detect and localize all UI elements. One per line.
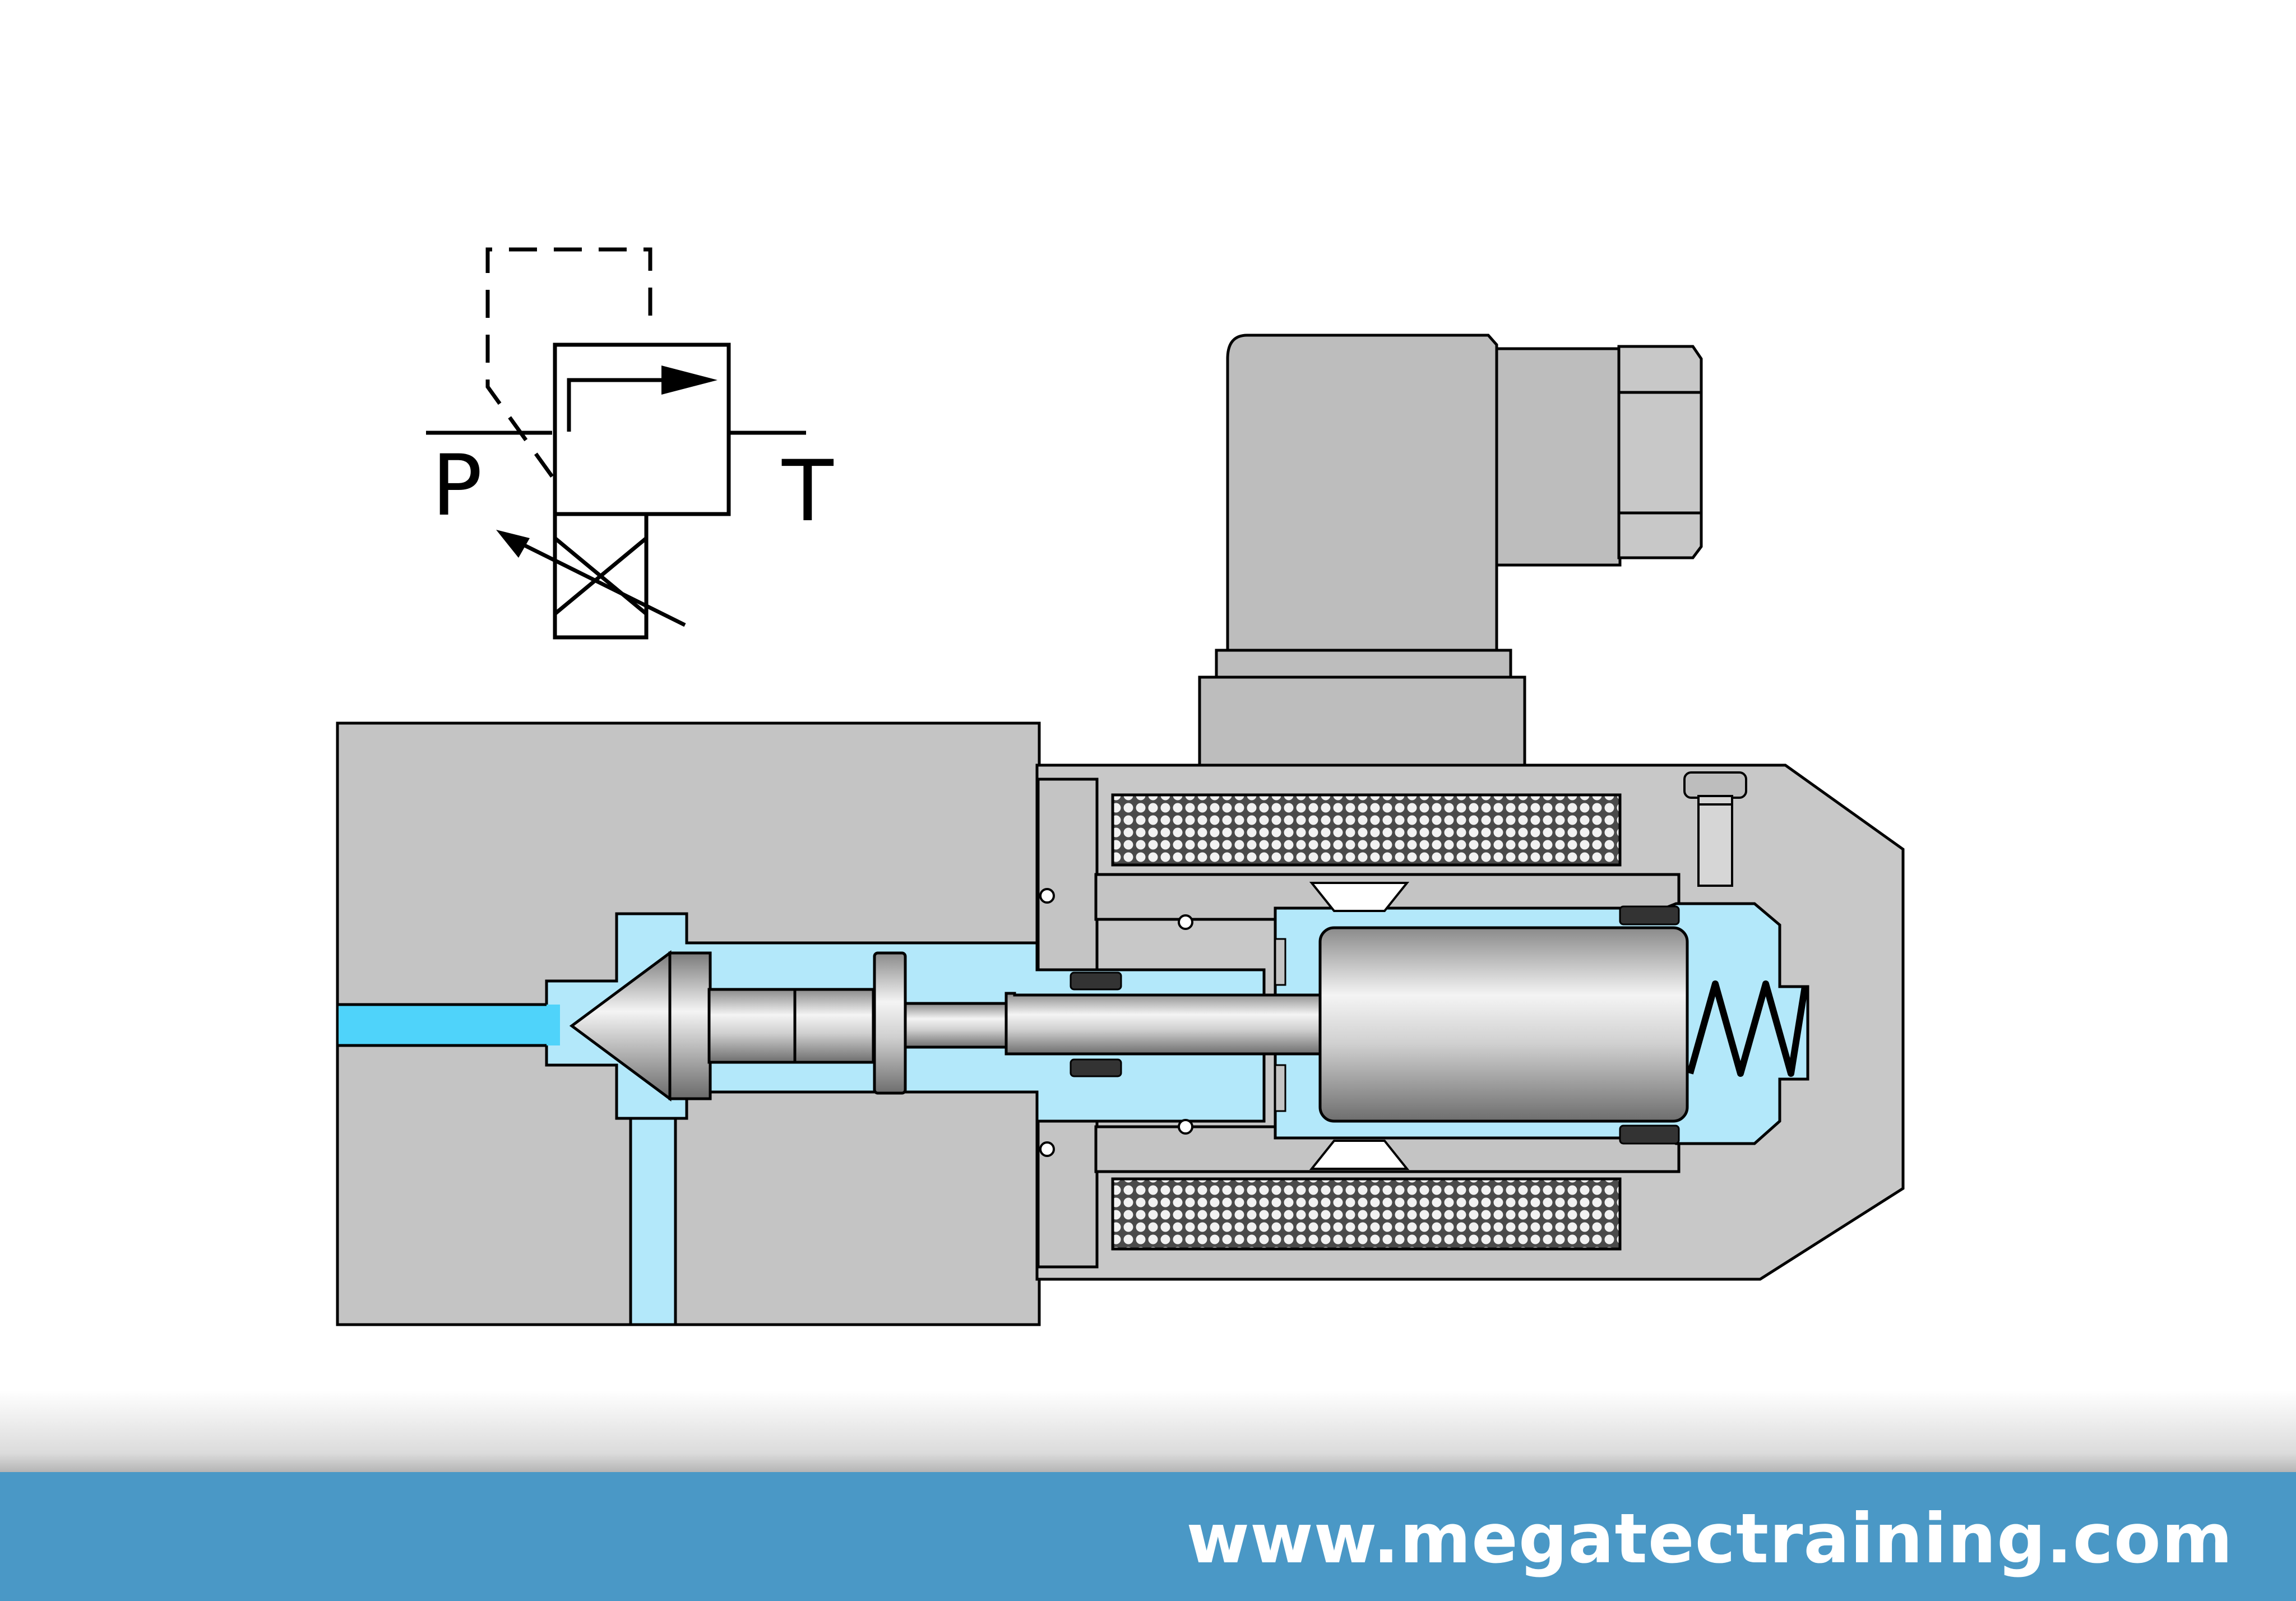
coil-bottom — [1111, 1177, 1622, 1251]
valve-square — [553, 343, 731, 516]
pole-gap-top — [1309, 882, 1410, 912]
port-p-label: P — [432, 437, 482, 535]
spring-icon — [1687, 980, 1808, 1077]
flow-arrowhead — [661, 365, 718, 395]
website-url[interactable]: www.megatectraining.com — [1186, 1499, 2233, 1579]
armature — [1318, 926, 1689, 1123]
flow-arrow — [567, 378, 664, 432]
hex-nut — [1617, 345, 1703, 559]
coil-top — [1111, 793, 1622, 867]
poppet-assembly — [569, 950, 1325, 1102]
footer-shadow — [0, 1390, 2296, 1474]
footer-bar: www.megatectraining.com — [0, 1472, 2296, 1601]
pilot-line — [485, 247, 652, 478]
solenoid-connector — [1198, 334, 1703, 771]
bleed-screw — [1683, 771, 1747, 887]
port-t-label: T — [781, 443, 834, 540]
pole-gap-bottom — [1309, 1140, 1410, 1170]
proportional-relief-valve-symbol — [426, 247, 806, 640]
poppet-collar — [873, 951, 907, 1095]
o-rings — [1039, 888, 1193, 1157]
variable-arrow — [515, 539, 686, 627]
seals — [1070, 905, 1680, 1145]
